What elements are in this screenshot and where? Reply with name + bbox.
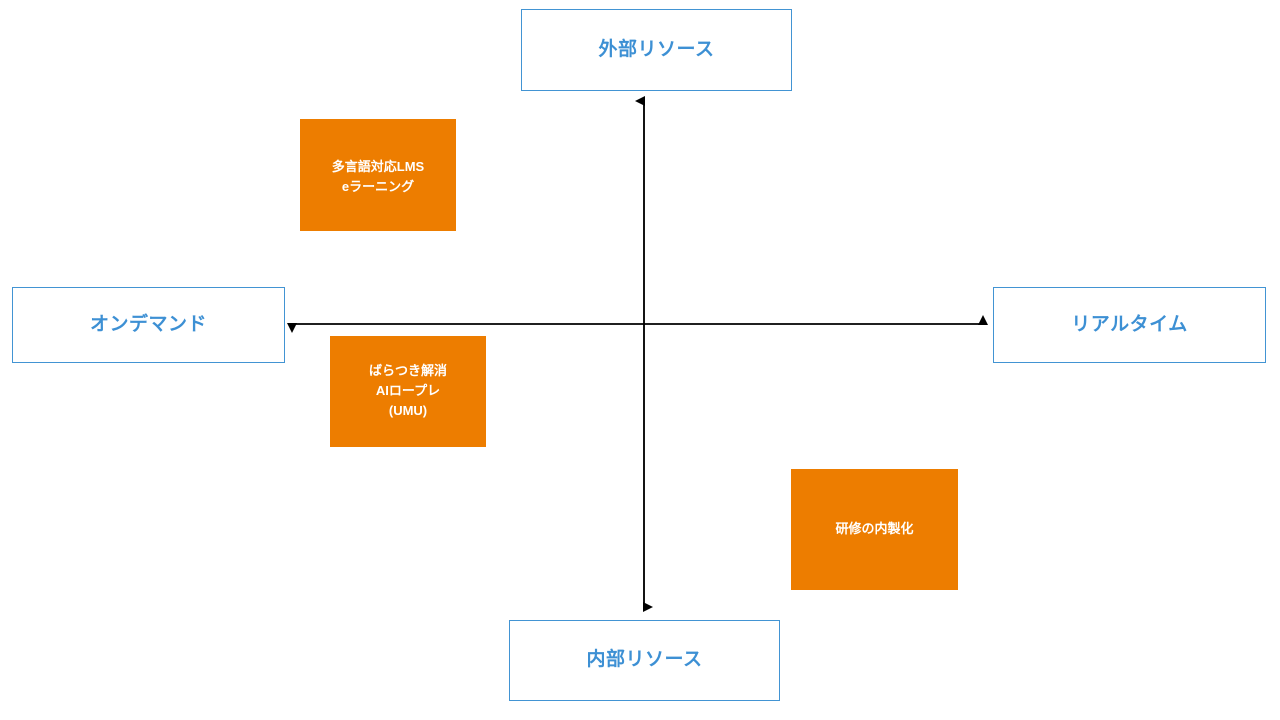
- item-card-label: ばらつき解消 AIロープレ (UMU): [368, 363, 447, 419]
- axis-label-box-on-demand: オンデマンド: [12, 287, 285, 363]
- item-card-label: 研修の内製化: [835, 521, 914, 537]
- axis-label-box-external-resource: 外部リソース: [521, 9, 792, 91]
- item-card-in-house-training: 研修の内製化: [791, 469, 958, 590]
- axis-label-box-internal-resource: 内部リソース: [509, 620, 780, 701]
- axis-label-text-bottom: 内部リソース: [586, 649, 703, 671]
- item-card-multilingual-lms: 多言語対応LMS eラーニング: [300, 119, 456, 231]
- axis-label-text-top: 外部リソース: [598, 38, 715, 60]
- axis-label-text-right: リアルタイム: [1071, 313, 1188, 335]
- item-card-label: 多言語対応LMS eラーニング: [331, 159, 425, 195]
- item-card-ai-roleplay: ばらつき解消 AIロープレ (UMU): [330, 336, 486, 447]
- axis-label-text-left: オンデマンド: [89, 313, 207, 335]
- axis-label-box-realtime: リアルタイム: [993, 287, 1266, 363]
